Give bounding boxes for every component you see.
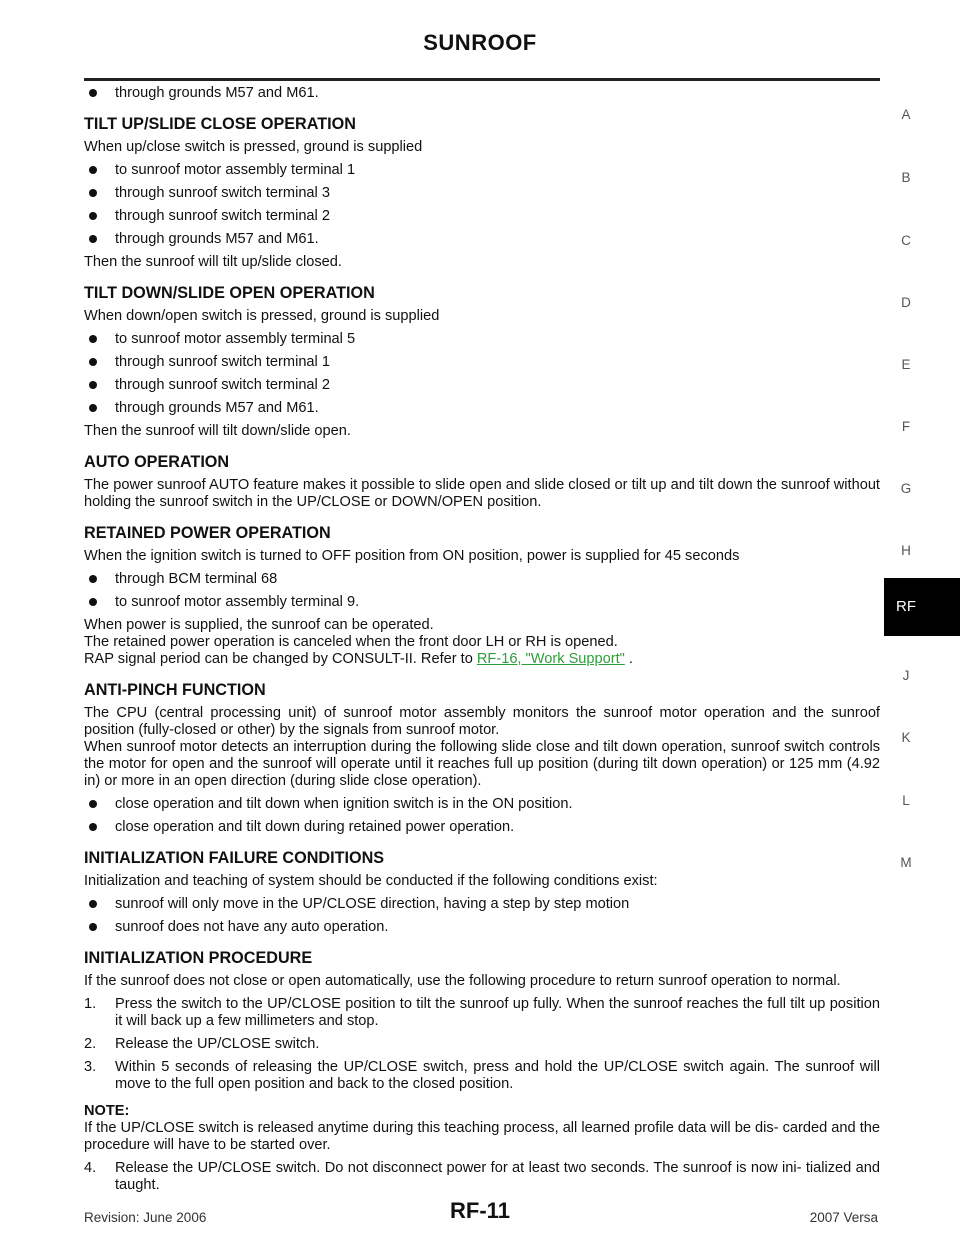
section-heading: ANTI-PINCH FUNCTION — [84, 681, 266, 699]
list-item: through grounds M57 and M61. — [84, 231, 880, 248]
bullet-icon — [89, 358, 97, 366]
list-item: to sunroof motor assembly terminal 5 — [84, 331, 880, 348]
side-index-letter[interactable]: G — [900, 481, 912, 496]
list-item: sunroof does not have any auto operation… — [84, 919, 880, 936]
side-index-letter[interactable]: M — [900, 855, 912, 870]
section-heading: RETAINED POWER OPERATION — [84, 524, 331, 542]
numbered-step: 2.Release the UP/CLOSE switch. — [84, 1036, 320, 1052]
bullet-icon — [89, 598, 97, 606]
header-rule — [84, 78, 880, 81]
bullet-icon — [89, 166, 97, 174]
paragraph: Initialization and teaching of system sh… — [84, 873, 658, 889]
bullet-icon — [89, 189, 97, 197]
side-index-active-tab[interactable]: RF — [884, 578, 960, 636]
side-index-letter[interactable]: F — [901, 419, 911, 434]
paragraph: If the sunroof does not close or open au… — [84, 973, 841, 989]
numbered-step: 1.Press the switch to the UP/CLOSE posit… — [84, 996, 880, 1029]
section-heading: INITIALIZATION PROCEDURE — [84, 949, 313, 967]
side-index-letter[interactable]: C — [901, 233, 911, 248]
bullet-icon — [89, 89, 97, 97]
paragraph: When power is supplied, the sunroof can … — [84, 617, 633, 667]
side-index-letter[interactable]: D — [901, 295, 911, 310]
side-index-letter[interactable]: A — [901, 107, 911, 122]
list-item: through grounds M57 and M61. — [84, 85, 880, 102]
list-item: sunroof will only move in the UP/CLOSE d… — [84, 896, 880, 913]
section-heading: TILT UP/SLIDE CLOSE OPERATION — [84, 115, 356, 133]
bullet-icon — [89, 335, 97, 343]
page-title: SUNROOF — [423, 30, 537, 55]
side-index-letter[interactable]: B — [901, 170, 911, 185]
paragraph: When the ignition switch is turned to OF… — [84, 548, 740, 564]
page-number: RF-11 — [450, 1198, 510, 1223]
bullet-icon — [89, 212, 97, 220]
side-index-letter[interactable]: L — [902, 793, 910, 808]
paragraph: The CPU (central processing unit) of sun… — [84, 705, 880, 789]
list-item: through BCM terminal 68 — [84, 571, 880, 588]
bullet-icon — [89, 404, 97, 412]
side-index-letter[interactable]: K — [901, 730, 911, 745]
bullet-icon — [89, 235, 97, 243]
list-item: through sunroof switch terminal 2 — [84, 377, 880, 394]
work-support-link[interactable]: RF-16, "Work Support" — [476, 651, 625, 667]
bullet-icon — [89, 800, 97, 808]
section-heading: TILT DOWN/SLIDE OPEN OPERATION — [84, 284, 375, 302]
bullet-icon — [89, 823, 97, 831]
section-heading: AUTO OPERATION — [84, 453, 230, 471]
model-text: 2007 Versa — [809, 1210, 878, 1225]
bullet-icon — [89, 900, 97, 908]
numbered-step: 3.Within 5 seconds of releasing the UP/C… — [84, 1059, 880, 1092]
numbered-step: 4.Release the UP/CLOSE switch. Do not di… — [84, 1160, 880, 1193]
side-index-letter[interactable]: J — [902, 668, 910, 683]
bullet-icon — [89, 381, 97, 389]
paragraph: The power sunroof AUTO feature makes it … — [84, 477, 880, 510]
list-item: through sunroof switch terminal 1 — [84, 354, 880, 371]
side-index-letter[interactable]: E — [901, 357, 911, 372]
list-item: close operation and tilt down when ignit… — [84, 796, 880, 813]
note-text: If the UP/CLOSE switch is released anyti… — [84, 1120, 880, 1153]
paragraph: Then the sunroof will tilt down/slide op… — [84, 423, 351, 439]
main-content: through grounds M57 and M61. TILT UP/SLI… — [84, 85, 880, 1200]
list-item: close operation and tilt down during ret… — [84, 819, 880, 836]
section-heading: INITIALIZATION FAILURE CONDITIONS — [84, 849, 385, 867]
paragraph: When down/open switch is pressed, ground… — [84, 308, 440, 324]
list-item: to sunroof motor assembly terminal 1 — [84, 162, 880, 179]
list-item: through grounds M57 and M61. — [84, 400, 880, 417]
side-index-letter[interactable]: H — [901, 543, 911, 558]
list-item: through sunroof switch terminal 3 — [84, 185, 880, 202]
list-item: to sunroof motor assembly terminal 9. — [84, 594, 880, 611]
note-label: NOTE: — [84, 1103, 130, 1119]
bullet-icon — [89, 575, 97, 583]
revision-text: Revision: June 2006 — [84, 1210, 207, 1225]
paragraph: Then the sunroof will tilt up/slide clos… — [84, 254, 342, 270]
paragraph: When up/close switch is pressed, ground … — [84, 139, 423, 155]
bullet-icon — [89, 923, 97, 931]
list-item: through sunroof switch terminal 2 — [84, 208, 880, 225]
